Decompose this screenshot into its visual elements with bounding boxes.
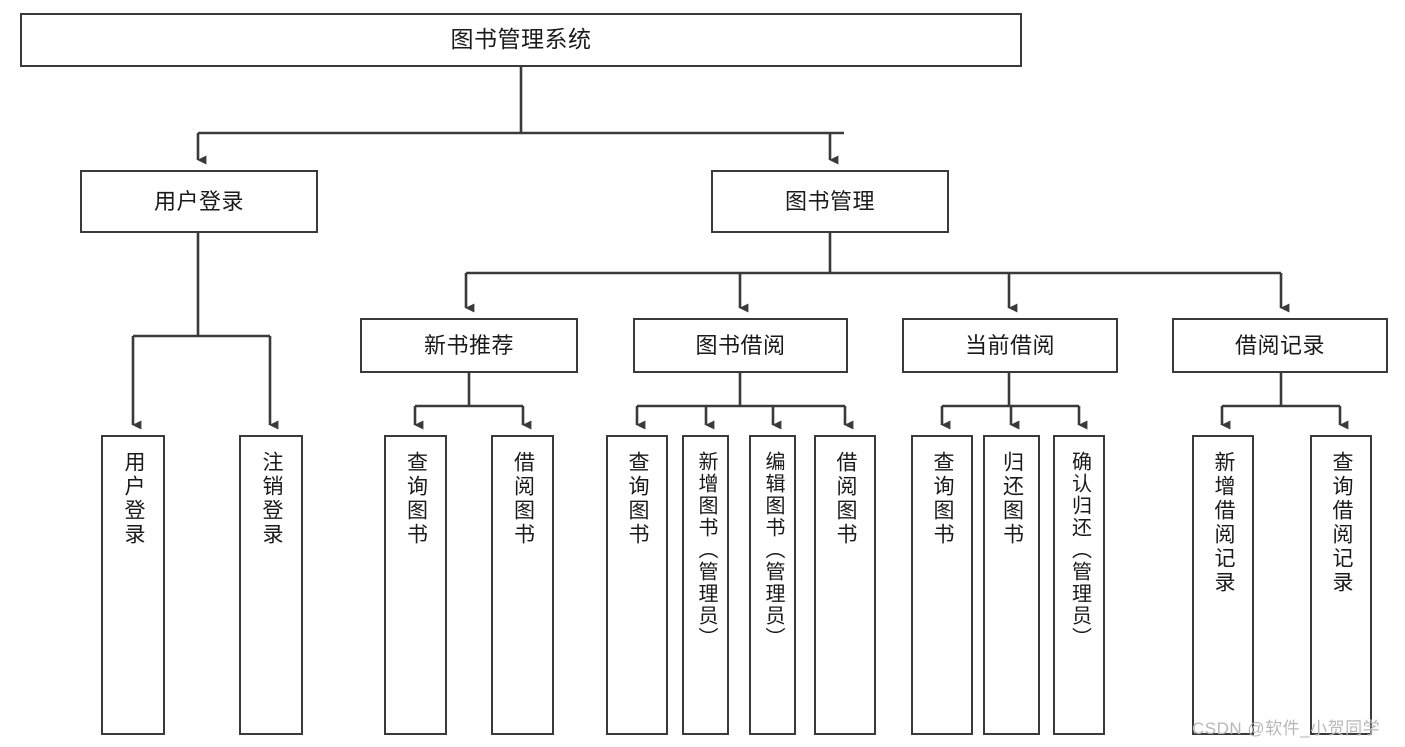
- node-label: 新增借阅记录: [1212, 451, 1236, 595]
- node-label: 新书推荐: [423, 332, 514, 358]
- leaf-book-borrow-add-book-admin[interactable]: 新增图书（管理员）: [682, 435, 729, 735]
- leaf-user-login-login[interactable]: 用户登录: [101, 435, 165, 735]
- node-book-management[interactable]: 图书管理: [711, 170, 949, 233]
- leaf-book-borrow-borrow-books[interactable]: 借阅图书: [814, 435, 876, 735]
- node-label: 查询图书: [626, 451, 650, 547]
- leaf-current-borrow-query-books[interactable]: 查询图书: [911, 435, 973, 735]
- node-label: 编辑图书（管理员）: [762, 451, 784, 649]
- node-borrow-record[interactable]: 借阅记录: [1172, 318, 1388, 373]
- leaf-borrow-record-query-record[interactable]: 查询借阅记录: [1310, 435, 1372, 735]
- node-label: 用户登录: [153, 188, 244, 214]
- node-label: 借阅图书: [511, 451, 535, 547]
- node-label: 查询借阅记录: [1330, 451, 1354, 595]
- node-current-borrow[interactable]: 当前借阅: [902, 318, 1118, 373]
- node-label: 查询图书: [404, 451, 428, 547]
- node-book-borrow[interactable]: 图书借阅: [633, 318, 848, 373]
- node-label: 借阅图书: [834, 451, 858, 547]
- node-label: 图书借阅: [695, 332, 786, 358]
- node-label: 注销登录: [260, 451, 284, 547]
- leaf-current-borrow-confirm-return-admin[interactable]: 确认归还（管理员）: [1053, 435, 1105, 735]
- node-label: 查询图书: [931, 451, 955, 547]
- node-new-book-recommend[interactable]: 新书推荐: [360, 318, 578, 373]
- node-label: 图书管理: [784, 188, 875, 214]
- node-user-login[interactable]: 用户登录: [80, 170, 318, 233]
- leaf-user-login-logout[interactable]: 注销登录: [239, 435, 303, 735]
- leaf-new-book-query-books[interactable]: 查询图书: [384, 435, 447, 735]
- node-label: 当前借阅: [964, 332, 1055, 358]
- node-label: 图书管理系统: [450, 26, 592, 53]
- leaf-new-book-borrow-books[interactable]: 借阅图书: [491, 435, 554, 735]
- leaf-book-borrow-edit-book-admin[interactable]: 编辑图书（管理员）: [749, 435, 796, 735]
- leaf-current-borrow-return-books[interactable]: 归还图书: [983, 435, 1040, 735]
- node-label: 借阅记录: [1234, 332, 1325, 358]
- node-label: 确认归还（管理员）: [1068, 451, 1091, 649]
- csdn-watermark: CSDN @软件_小贺同学: [1192, 719, 1381, 738]
- node-label: 归还图书: [1000, 451, 1024, 547]
- node-label: 新增图书（管理员）: [695, 451, 717, 649]
- leaf-book-borrow-query-books[interactable]: 查询图书: [606, 435, 668, 735]
- node-label: 用户登录: [122, 451, 146, 547]
- leaf-borrow-record-add-record[interactable]: 新增借阅记录: [1192, 435, 1254, 735]
- node-root-book-management-system[interactable]: 图书管理系统: [20, 13, 1022, 67]
